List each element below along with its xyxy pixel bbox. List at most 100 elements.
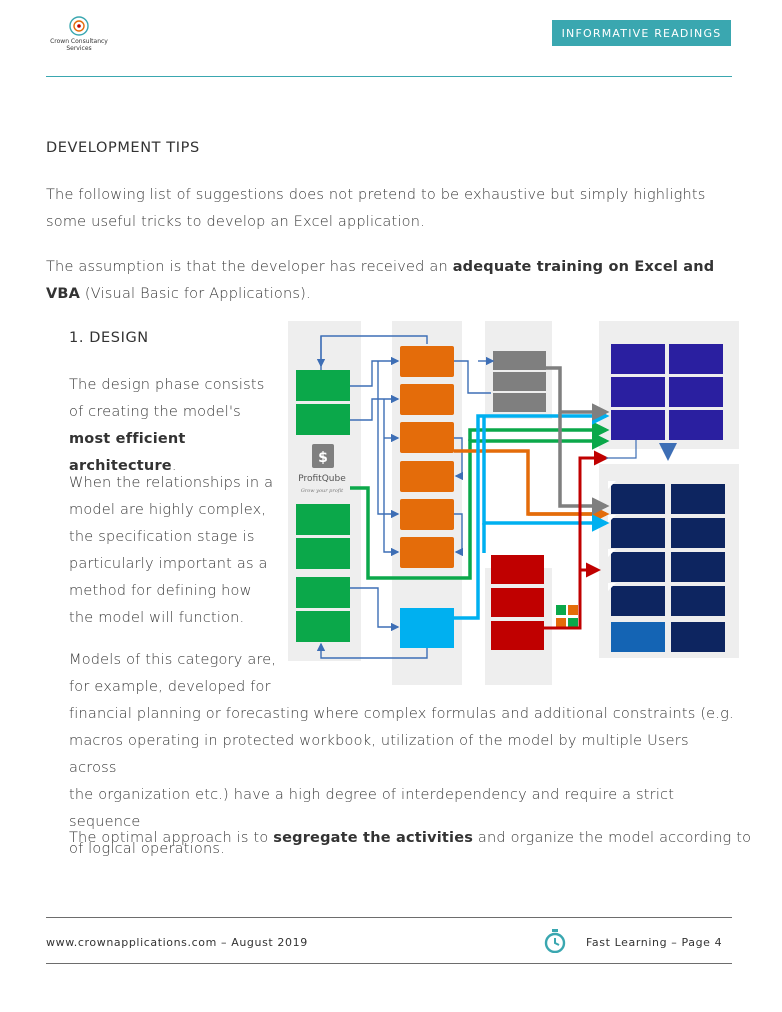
purple-block	[669, 377, 723, 407]
orange-block	[400, 537, 454, 568]
blue-connector-right	[606, 440, 637, 459]
sheet-corner-icon	[608, 515, 616, 523]
profitqube-logo: $ ProfitQube Grow your profit	[298, 444, 346, 494]
red-block	[491, 621, 544, 650]
intro-text-suffix: (Visual Basic for Applications).	[84, 286, 311, 302]
red-block	[491, 588, 544, 617]
p3-full-line: financial planning or forecasting where …	[69, 706, 734, 722]
model-architecture-diagram: $ ProfitQube Grow your profit	[288, 321, 739, 685]
orange-block	[400, 422, 454, 453]
green-block	[296, 611, 350, 642]
design-paragraph-3: financial planning or forecasting where …	[69, 701, 739, 863]
footer-date: August 2019	[231, 936, 308, 949]
design-paragraph-4: The optimal approach is to segregate the…	[69, 825, 751, 852]
informative-readings-badge: INFORMATIVE READINGS	[552, 20, 731, 46]
p3-line: for example, developed for	[69, 679, 271, 695]
section-title: DEVELOPMENT TIPS	[46, 140, 200, 156]
sheet-corner-icon	[608, 549, 616, 557]
red-connector	[544, 562, 601, 630]
green-block	[296, 504, 350, 535]
purple-block	[611, 344, 665, 374]
navy-block	[611, 484, 665, 514]
intro-paragraph-2: The assumption is that the developer has…	[46, 254, 734, 308]
purple-block	[669, 410, 723, 440]
footer-left: www.crownapplications.com – August 2019	[46, 936, 308, 949]
purple-block	[669, 344, 723, 374]
logo-icon	[69, 16, 89, 36]
gray-block	[493, 372, 546, 391]
red-block	[491, 555, 544, 584]
green-block	[296, 370, 350, 401]
p3-full-line: of logical operations.	[69, 841, 225, 857]
design-paragraph-1: The design phase consists of creating th…	[69, 372, 284, 480]
p3-line: Models of this category are,	[69, 652, 277, 668]
green-block	[296, 404, 350, 435]
logo-line-1: Crown Consultancy	[50, 38, 108, 45]
p2-line: the specification stage is	[69, 529, 255, 545]
p2-line: model are highly complex,	[69, 502, 267, 518]
p3-full-line: macros operating in protected workbook, …	[69, 733, 689, 776]
navy-block	[611, 622, 665, 652]
gray-connector	[558, 412, 610, 515]
gray-connector	[546, 366, 610, 421]
navy-block	[671, 586, 725, 616]
p4-suffix: and organize the model according to	[477, 830, 752, 846]
p1-line: of creating the model's	[69, 404, 241, 420]
design-paragraph-2: When the relationships in a model are hi…	[69, 470, 284, 632]
green-connector	[350, 432, 610, 580]
p4-prefix: The optimal approach is to	[69, 830, 269, 846]
company-logo: Crown Consultancy Services	[50, 14, 108, 58]
cyan-block	[400, 608, 454, 648]
design-paragraph-3-start: Models of this category are, for example…	[69, 647, 284, 701]
orange-block	[400, 461, 454, 492]
logo-line-2: Services	[66, 45, 92, 52]
footer-website[interactable]: www.crownapplications.com	[46, 936, 217, 949]
p4-bold-text: segregate the activities	[273, 830, 474, 846]
sheet-corner-icon	[608, 481, 616, 489]
footer-page-label: Page	[681, 936, 711, 949]
footer-divider-top	[46, 917, 732, 918]
orange-block	[400, 346, 454, 377]
footer-divider-bottom	[46, 963, 732, 964]
navy-block	[671, 552, 725, 582]
gray-block	[493, 393, 546, 412]
orange-block	[400, 384, 454, 415]
p3-full-line: the organization etc.) have a high degre…	[69, 787, 675, 830]
p2-line: the model will function.	[69, 610, 245, 626]
purple-block	[611, 377, 665, 407]
footer-page-number: 4	[714, 936, 723, 949]
navy-block	[611, 552, 665, 582]
p1-line: The design phase consists	[69, 377, 265, 393]
sheet-corner-icon	[608, 583, 616, 591]
green-block	[296, 538, 350, 569]
profitqube-tagline: Grow your profit	[301, 488, 344, 494]
design-heading: 1. DESIGN	[69, 330, 149, 346]
footer-right-label: Fast Learning	[586, 936, 668, 949]
p2-line: particularly important as a	[69, 556, 268, 572]
intro-paragraph-1: The following list of suggestions does n…	[46, 187, 706, 230]
red-connector	[578, 450, 609, 570]
intro-text-prefix: The assumption is that the developer has…	[46, 259, 448, 275]
green-block	[296, 577, 350, 608]
header-divider	[46, 76, 732, 77]
cyan-connector	[454, 407, 610, 620]
p2-line: When the relationships in a	[69, 475, 274, 491]
p2-line: method for defining how	[69, 583, 252, 599]
navy-block	[611, 518, 665, 548]
p1-bold-text: most efficient architecture	[69, 431, 186, 474]
purple-block	[611, 410, 665, 440]
navy-block	[611, 586, 665, 616]
gray-block	[493, 351, 546, 370]
footer-separator: –	[221, 936, 228, 949]
navy-block	[671, 622, 725, 652]
stopwatch-icon	[544, 929, 566, 954]
footer-separator: –	[671, 936, 678, 949]
navy-block	[671, 518, 725, 548]
svg-text:$: $	[318, 450, 328, 466]
money-icons	[556, 605, 578, 628]
navy-block	[671, 484, 725, 514]
orange-block	[400, 499, 454, 530]
intro-bold-text: adequate training on Excel and VBA	[46, 259, 715, 302]
p1-end: .	[171, 458, 177, 474]
profitqube-name: ProfitQube	[298, 474, 346, 484]
